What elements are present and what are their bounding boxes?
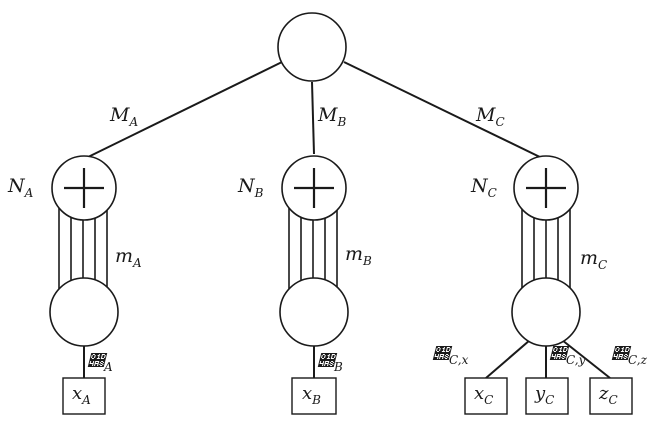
leaf-edge-label-cx: 𝒨C,x — [432, 344, 469, 367]
leaf-box-zc — [589, 377, 633, 415]
leaf-label-xc: xC — [474, 383, 493, 407]
leaf-label-xa: xA — [72, 383, 91, 407]
edge-to-leaf-xc — [485, 339, 531, 379]
edge-root-to-c — [343, 61, 545, 160]
bundle-label-mb: mB — [345, 243, 372, 268]
sum-node-label-nb: NB — [237, 175, 264, 200]
sum-node-label-na: NA — [7, 175, 34, 200]
sum-node-label-nc: NC — [470, 175, 497, 200]
product-node-c — [511, 277, 581, 347]
leaf-edge-label-cy: 𝒨C,y — [549, 344, 586, 367]
edge-label-mb: MB — [317, 104, 346, 129]
root-node — [277, 12, 347, 82]
bundle-b — [288, 200, 338, 290]
leaf-label-yc: yC — [534, 383, 554, 407]
leaf-edge-label-b: 𝒨B — [317, 351, 343, 374]
leaf-edge-label-cz: 𝒨C,z — [611, 344, 648, 367]
leaf-label-xb: xB — [302, 383, 321, 407]
bundle-label-ma: mA — [115, 245, 142, 270]
leaf-box-xc — [464, 377, 508, 415]
bundle-a — [58, 200, 108, 290]
edge-to-leaf-zc — [561, 339, 611, 379]
leaf-box-xa — [62, 377, 106, 415]
leaf-box-yc — [525, 377, 569, 415]
edge-root-to-b — [311, 81, 315, 155]
leaf-edge-label-a: 𝒨A — [87, 351, 113, 374]
product-node-b — [279, 277, 349, 347]
sum-node-a — [51, 155, 117, 221]
edge-label-ma: MA — [109, 104, 138, 129]
leaf-box-xb — [291, 377, 337, 415]
edge-label-mc: MC — [475, 104, 505, 129]
sum-node-c — [513, 155, 579, 221]
leaf-label-zc: zC — [598, 383, 618, 407]
product-node-a — [49, 277, 119, 347]
bundle-label-mc: mC — [580, 247, 607, 272]
bundle-c — [521, 200, 571, 290]
sum-node-b — [281, 155, 347, 221]
edge-root-to-a — [83, 61, 283, 160]
